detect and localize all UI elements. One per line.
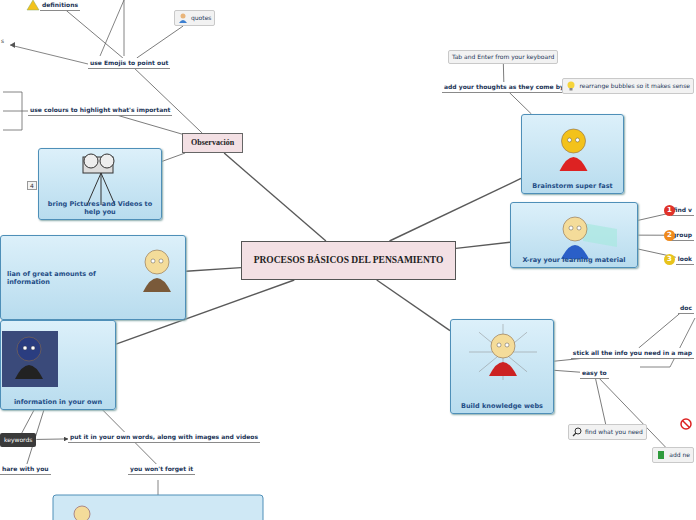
connector <box>162 153 185 161</box>
node-text: put it in your own words, along with ima… <box>70 433 258 441</box>
connector <box>36 438 68 440</box>
cut-text: s <box>1 37 4 44</box>
leader-line <box>640 318 695 367</box>
node-text: bring Pictures and Videos to help you <box>41 200 159 216</box>
node-text: use Emojis to point out <box>90 59 168 67</box>
arrow-head <box>10 42 15 48</box>
connector <box>224 153 326 241</box>
connector <box>377 280 450 331</box>
illustration <box>451 320 555 415</box>
image-box: bring Pictures and Videos to help you <box>38 148 162 220</box>
image-box <box>53 495 263 520</box>
person-icon <box>178 13 188 23</box>
node-text: definitions <box>42 1 78 9</box>
connector <box>186 268 241 272</box>
connector <box>22 410 34 433</box>
node-text: hare with you <box>2 465 49 473</box>
connector <box>596 379 606 425</box>
connector <box>456 242 510 248</box>
image-box: lian of great amounts of information <box>0 235 186 320</box>
priority-number: 1 <box>664 205 675 216</box>
node-text: add your thoughts as they come by <box>444 83 564 91</box>
book-icon <box>656 450 666 460</box>
connector <box>66 11 123 59</box>
subtopic: easy to <box>580 368 609 379</box>
keyword-box: keywords <box>0 433 36 447</box>
subtopic: hare with you <box>0 464 51 475</box>
node-text: PROCESOS BÁSICOS DEL PENSAMIENTO <box>254 255 444 267</box>
node-text: doc <box>680 304 692 312</box>
node-text: easy to <box>582 369 607 377</box>
node-text: lian of great amounts of information <box>7 270 125 316</box>
subtopic: add ne <box>652 447 694 463</box>
node-text: stick all the info you need in a map <box>573 349 692 357</box>
image-box: X-ray your learning material <box>510 202 638 268</box>
cartoon-head <box>74 506 90 520</box>
connector <box>554 359 581 362</box>
image-box: Build knowledge webs <box>450 319 554 414</box>
subtopic: use Emojis to point out <box>88 58 170 69</box>
branch-box: Observación <box>182 133 243 153</box>
subtopic: find what you need <box>568 424 647 440</box>
priority-number: 3 <box>664 254 675 265</box>
node-text: rearrange bubbles so it makes sense <box>579 82 690 90</box>
leader-line <box>10 45 88 64</box>
node-text: add ne <box>669 451 690 459</box>
forbidden-icon <box>681 419 691 429</box>
node-text: look <box>678 255 692 263</box>
search-icon <box>572 427 582 437</box>
leader-line <box>158 480 159 495</box>
subtopic: Tab and Enter from your keyboard <box>448 50 558 64</box>
subtopic: use colours to highlight what's importan… <box>28 105 172 116</box>
node-text: Observación <box>191 138 234 148</box>
warning-icon <box>27 0 39 10</box>
subtopic: put it in your own words, along with ima… <box>68 432 260 443</box>
leader-line <box>3 92 30 130</box>
node-text: group <box>672 231 692 239</box>
node-text: find v <box>673 206 692 214</box>
node-text: information in your own <box>3 398 113 406</box>
subtopic: quotes <box>174 10 215 26</box>
connector <box>137 26 183 58</box>
central-topic: PROCESOS BÁSICOS DEL PENSAMIENTO <box>241 241 456 280</box>
node-text: find what you need <box>585 428 643 436</box>
callout-number: 4 <box>27 181 37 190</box>
node-text: Brainstorm super fast <box>524 182 621 190</box>
node-text: quotes <box>191 14 211 22</box>
leader-line <box>100 0 124 56</box>
illustration <box>1 321 117 411</box>
connector <box>639 314 680 349</box>
image-box: information in your own <box>0 320 116 410</box>
connector <box>118 116 182 135</box>
connector <box>509 93 531 115</box>
connector <box>554 370 580 372</box>
priority-number: 2 <box>664 230 675 241</box>
subtopic: definitions <box>40 0 80 11</box>
subtopic: doc <box>678 303 694 314</box>
node-text: keywords <box>4 436 32 444</box>
subtopic: look <box>676 254 694 265</box>
node-text: Build knowledge webs <box>453 402 551 410</box>
node-text: Tab and Enter from your keyboard <box>452 53 554 61</box>
subtopic: add your thoughts as they come by <box>442 82 566 93</box>
node-text: X-ray your learning material <box>513 256 635 264</box>
connector <box>503 64 504 83</box>
bulb-icon <box>566 81 576 91</box>
subtopic: stick all the info you need in a map <box>571 348 694 359</box>
node-text: use colours to highlight what's importan… <box>30 106 170 114</box>
subtopic: rearrange bubbles so it makes sense <box>562 78 694 94</box>
node-text: you won't forget it <box>130 465 193 473</box>
image-box: Brainstorm super fast <box>521 114 624 194</box>
connector <box>390 178 521 241</box>
subtopic: you won't forget it <box>128 464 195 475</box>
